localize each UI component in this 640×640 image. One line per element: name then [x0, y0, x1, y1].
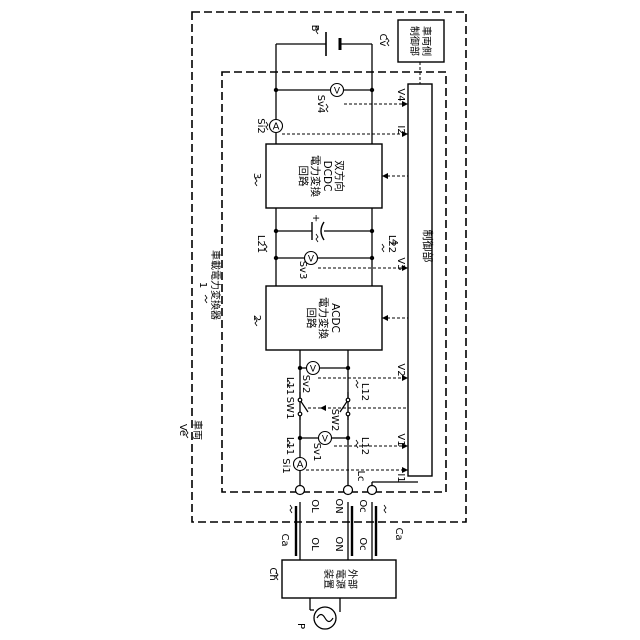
label-on-bot: ON	[333, 536, 344, 551]
svg-text:DCDC: DCDC	[321, 161, 333, 192]
svg-text:装置: 装置	[322, 569, 335, 589]
label-vehicle-code: Ve	[177, 424, 188, 436]
label-ol-top: OL	[309, 499, 320, 513]
label-sv3: Sv3	[297, 261, 308, 280]
svg-text:外部: 外部	[346, 569, 359, 589]
vehicle-control-label: 車両側 制御部	[408, 26, 433, 56]
label-ch: Ch	[267, 567, 278, 580]
svg-text:電力変換: 電力変換	[317, 297, 330, 339]
svg-text:A: A	[297, 460, 304, 471]
ac-source-icon	[314, 607, 336, 629]
battery-symbol	[326, 32, 340, 56]
terminal-ol-top	[296, 486, 305, 495]
svg-text:電力変換: 電力変換	[309, 155, 322, 197]
label-converter: 車載電力変換器	[209, 250, 222, 320]
label-si1: Si1	[280, 458, 291, 474]
label-oc-top: Oc	[357, 499, 368, 512]
label-sv4: Sv4	[315, 95, 326, 114]
label-cv: Cv	[377, 34, 388, 47]
label-p: P	[295, 623, 306, 629]
label-l12-b: L12	[359, 437, 370, 455]
label-v2: V2	[395, 363, 406, 376]
label-l11-a: L11	[284, 377, 295, 395]
control-block	[408, 84, 432, 476]
label-i1: I1	[395, 473, 406, 482]
svg-text:回路: 回路	[297, 166, 310, 187]
ammeter-si2: A	[270, 120, 283, 133]
label-oc-bot: Oc	[357, 537, 368, 550]
label-sv2: Sv2	[300, 375, 311, 394]
svg-text:制御部: 制御部	[408, 26, 421, 56]
label-dcdc-num: 3	[251, 173, 262, 179]
svg-text:A: A	[273, 122, 280, 133]
label-battery: B	[309, 25, 320, 32]
svg-text:回路: 回路	[305, 308, 318, 329]
label-ca-left: Ca	[279, 533, 290, 546]
label-sw2: SW2	[329, 409, 340, 432]
control-label: 制御部	[421, 230, 435, 263]
label-sw1: SW1	[284, 397, 295, 420]
label-acdc-num: 2	[251, 315, 262, 321]
label-v3: V3	[395, 257, 406, 270]
label-l11-b: L11	[284, 437, 295, 455]
label-ol-bot: OL	[309, 537, 320, 551]
svg-text:V: V	[310, 365, 317, 375]
label-sv1: Sv1	[311, 443, 322, 462]
label-on-top: ON	[333, 498, 344, 513]
label-ca-right: Ca	[393, 527, 404, 540]
terminal-circles	[296, 486, 377, 495]
terminal-on-top	[344, 486, 353, 495]
label-si2: Si2	[255, 118, 266, 134]
label-vehicle: 車両	[191, 420, 204, 440]
label-lc: Lc	[355, 470, 366, 481]
svg-text:車両側: 車両側	[420, 26, 433, 56]
label-l12-a: L12	[359, 383, 370, 401]
svg-text:ACDC: ACDC	[329, 303, 341, 333]
label-l22: L22	[386, 235, 397, 253]
label-converter-num: 1	[197, 282, 208, 288]
label-v4: V4	[395, 88, 406, 101]
voltmeter-sv4: V	[331, 84, 344, 97]
svg-text:V: V	[334, 87, 341, 97]
voltmeter-sv2: V	[307, 362, 320, 375]
svg-text:電源: 電源	[334, 569, 347, 589]
terminal-oc-top	[368, 486, 377, 495]
external-device-label: 外部 電源 装置	[322, 569, 359, 589]
label-l21: L21	[255, 235, 266, 253]
label-v1: V1	[395, 433, 406, 446]
ammeter-si1: A	[294, 458, 307, 471]
label-i2: I2	[395, 125, 406, 134]
label-plus: +	[310, 214, 321, 222]
svg-text:双方向: 双方向	[333, 160, 346, 192]
